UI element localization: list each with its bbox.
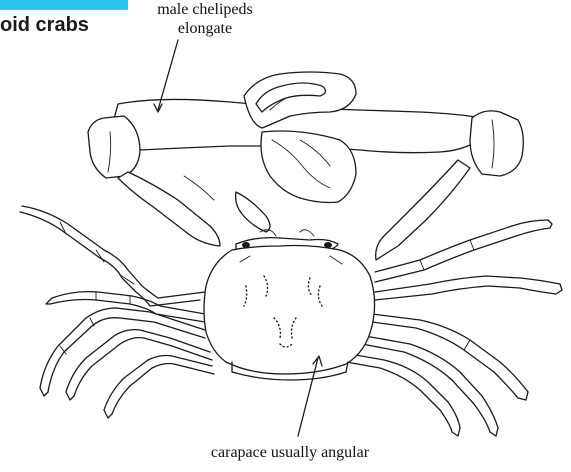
carapace [204, 246, 375, 381]
left-walking-legs [20, 206, 214, 418]
